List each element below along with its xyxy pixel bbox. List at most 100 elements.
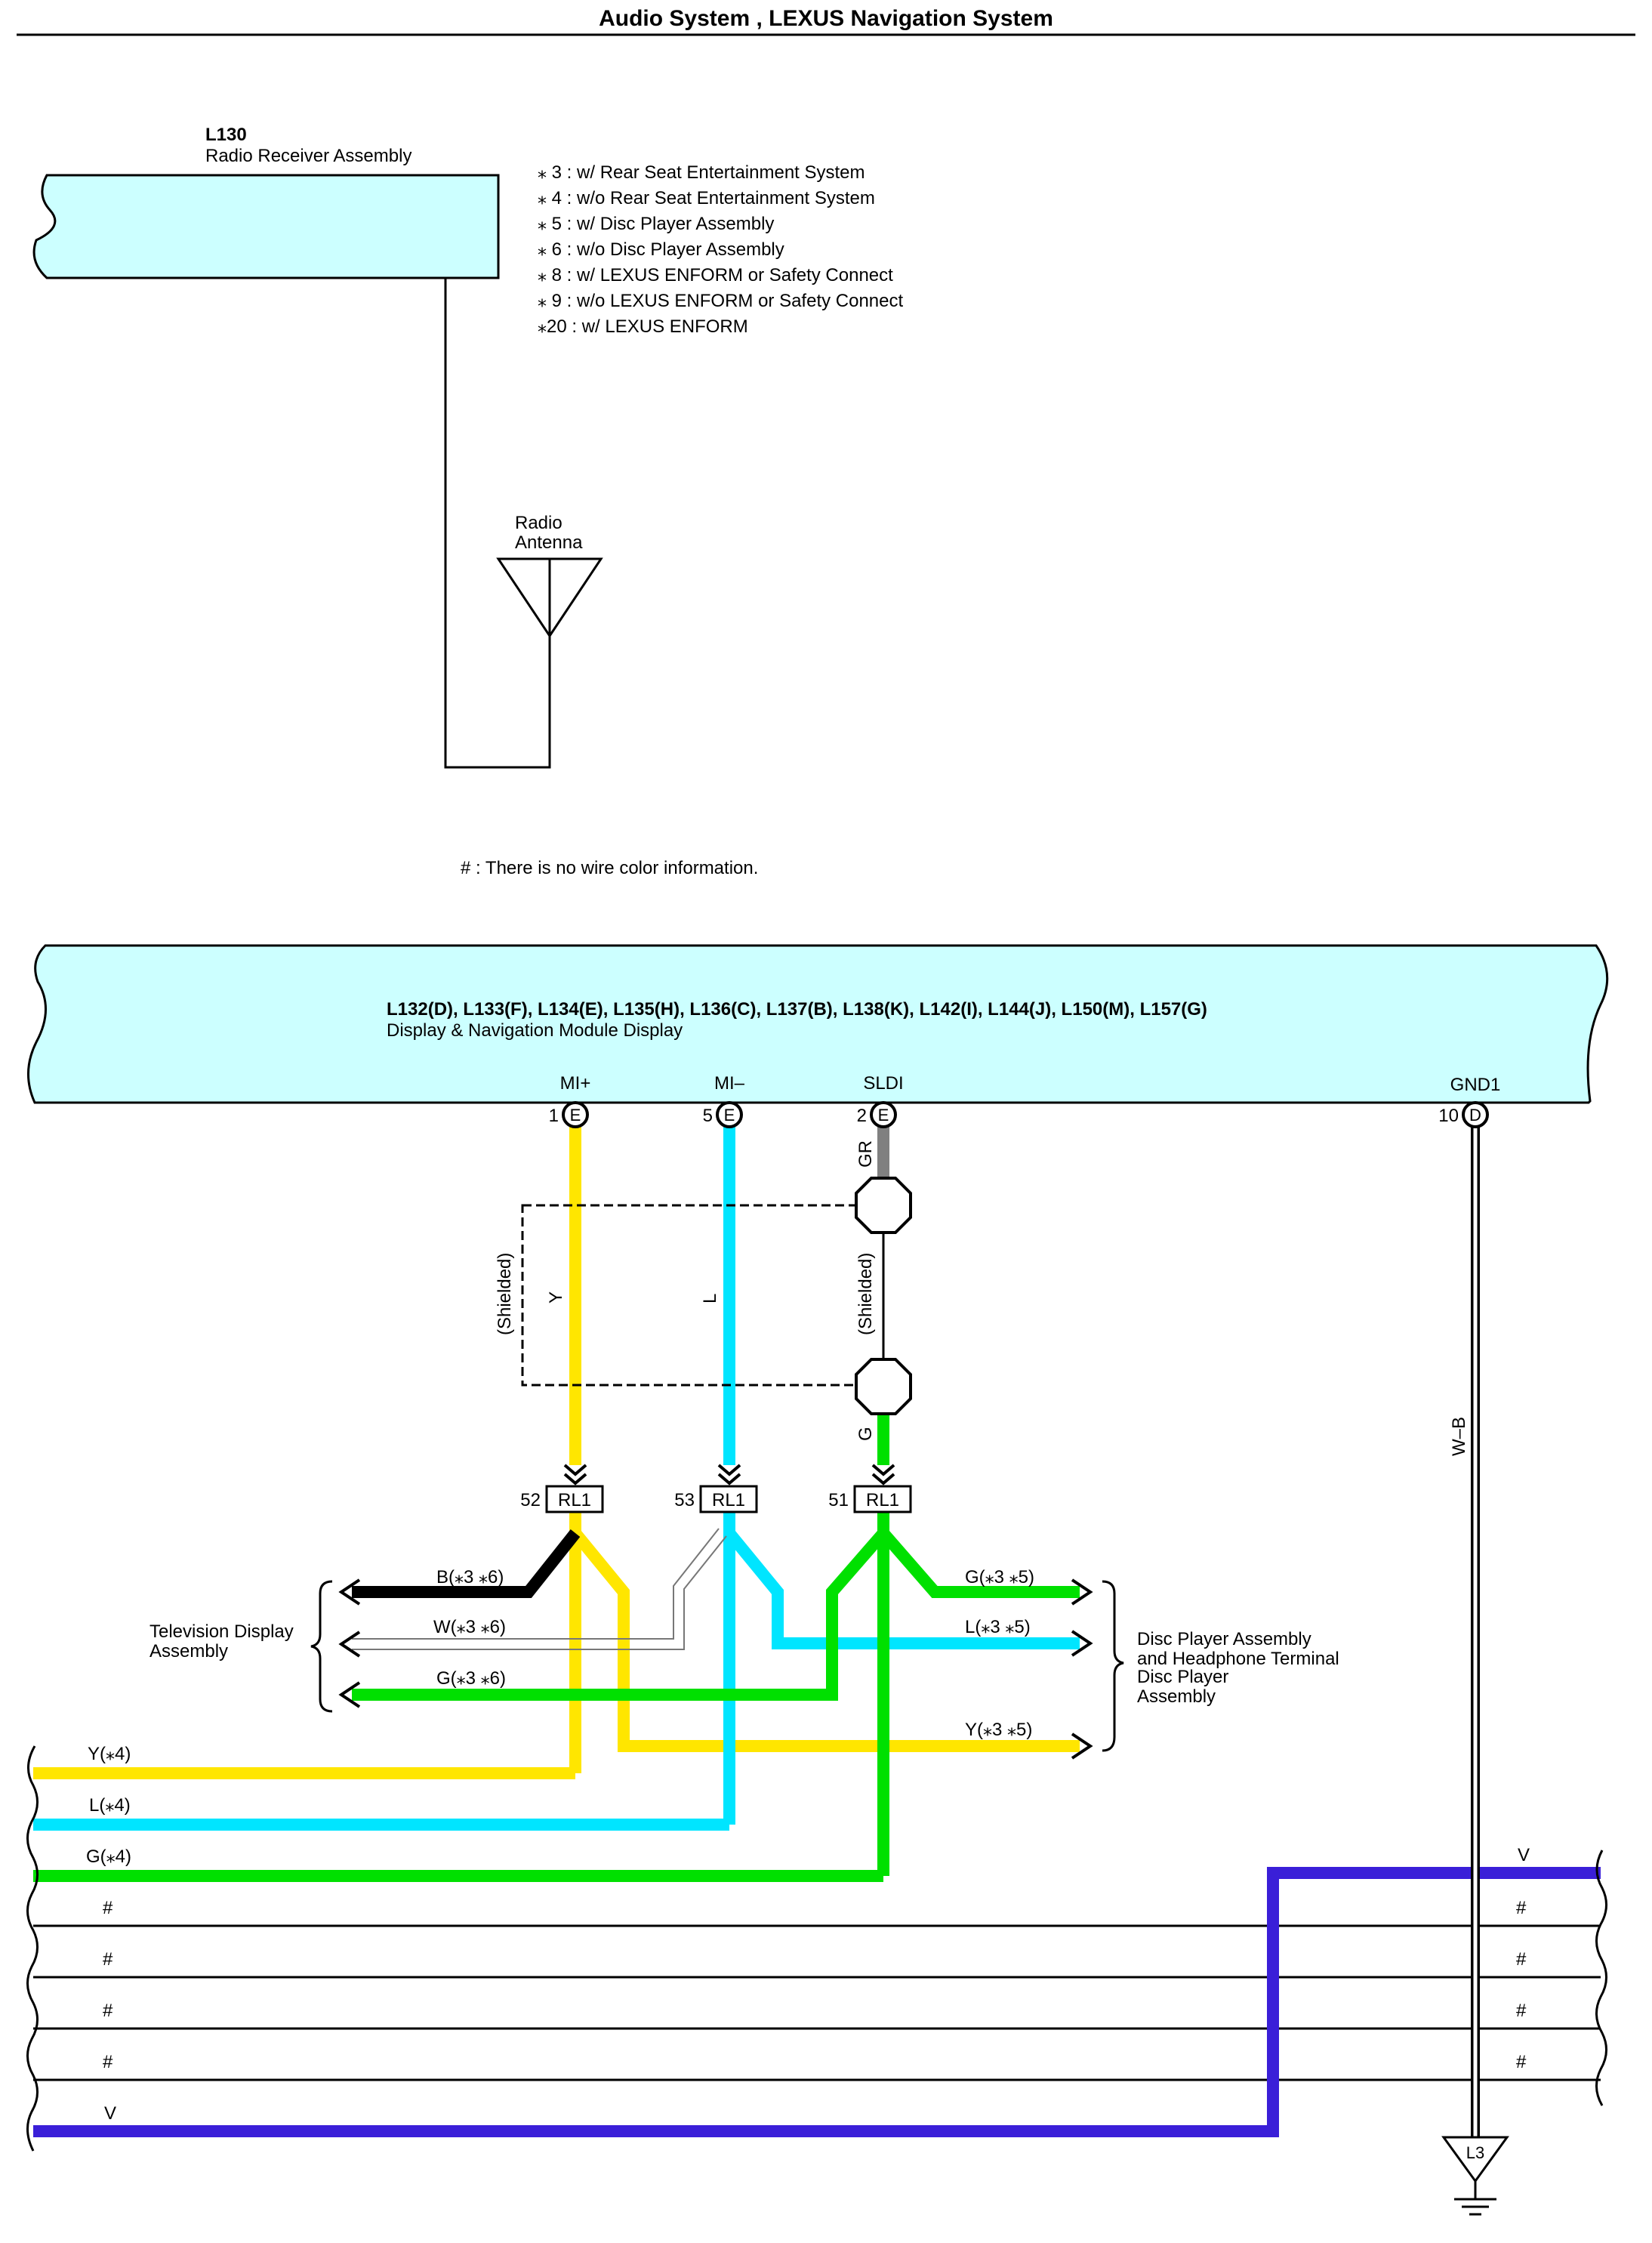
chevron-icon <box>717 1473 741 1486</box>
shield-box <box>521 1204 885 1387</box>
terminal-connector: E <box>878 1106 889 1125</box>
disc-name: Assembly <box>1137 1686 1216 1707</box>
terminal-name-mi-plus: MI+ <box>560 1073 591 1094</box>
terminal-connector: E <box>570 1106 581 1125</box>
antenna-label-2: Antenna <box>515 532 583 553</box>
wire-green <box>33 1412 1080 1882</box>
chevron-icon <box>563 1473 587 1486</box>
disc-arrow-g <box>1071 1578 1093 1606</box>
bus-label: G(⁎4) <box>86 1847 131 1867</box>
radio-receiver-name: Radio Receiver Assembly <box>205 146 411 166</box>
disc-bracket <box>1102 1580 1124 1752</box>
note-item: ⁎ 3 : w/ Rear Seat Entertainment System <box>538 162 865 183</box>
inline-chevrons <box>563 1464 895 1486</box>
junction-box <box>699 1485 758 1513</box>
tv-arrow-b <box>338 1578 361 1606</box>
ground-symbol-icon <box>1454 2181 1496 2216</box>
bus-label: # <box>1516 2052 1527 2072</box>
terminal-name-sldi: SLDI <box>863 1073 903 1094</box>
chevron-icon <box>871 1464 895 1476</box>
disc-arrow-y <box>1071 1732 1093 1760</box>
bus-label: # <box>1516 1898 1527 1918</box>
bus-hash-lines <box>33 1924 1601 2081</box>
ground-triangle-icon <box>1441 2136 1509 2183</box>
wire-white <box>352 1528 727 1650</box>
junction-pin: 52 <box>520 1490 541 1510</box>
bus-label: # <box>103 2001 113 2021</box>
bus-label: # <box>103 1949 113 1970</box>
bus-left-break <box>26 1745 39 2152</box>
terminal-pin: 1 <box>549 1106 559 1126</box>
disc-arrow-l <box>1071 1630 1093 1657</box>
terminal-circle <box>1462 1101 1489 1128</box>
note-item: ⁎ 5 : w/ Disc Player Assembly <box>538 214 774 234</box>
junction-label: RL1 <box>866 1490 899 1510</box>
tv-name-1: Television Display <box>149 1621 294 1642</box>
note-item: ⁎ 8 : w/ LEXUS ENFORM or Safety Connect <box>538 265 893 285</box>
tv-name-2: Assembly <box>149 1641 228 1661</box>
junctions: RL1 RL1 RL1 52 53 51 <box>520 1485 912 1513</box>
tv-bracket <box>310 1580 333 1713</box>
bus-label: Y(⁎4) <box>88 1744 131 1764</box>
terminal-name-gnd1: GND1 <box>1450 1075 1501 1095</box>
wire-yellow <box>33 1125 1080 1779</box>
bus-label: V <box>104 2103 116 2124</box>
wire-y-disc <box>570 1529 1080 1752</box>
terminal-pin: 10 <box>1438 1106 1459 1126</box>
wire-label-g: G <box>855 1427 876 1441</box>
arrow-heads <box>338 1578 1093 1760</box>
ground-point-label: L3 <box>1466 2143 1484 2162</box>
note-item: ⁎ 4 : w/o Rear Seat Entertainment System <box>538 188 875 208</box>
terminal-name-mi-minus: MI– <box>714 1073 745 1094</box>
display-module-name: Display & Navigation Module Display <box>387 1020 683 1041</box>
chevron-icon <box>563 1464 587 1476</box>
tv-arrow-g <box>338 1681 361 1708</box>
antenna-wire <box>444 278 551 769</box>
chevron-icon <box>717 1464 741 1476</box>
terminals: E E E D 1 5 2 10 <box>549 1101 1489 1128</box>
bus-label: V <box>1518 1845 1530 1865</box>
wire-w-inner <box>352 1535 727 1650</box>
bus-label: # <box>103 2052 113 2072</box>
disc-name: Disc Player <box>1137 1667 1228 1687</box>
wire-label-l: L <box>700 1294 720 1304</box>
display-module-box <box>27 944 1609 1104</box>
terminal-connector: E <box>724 1106 735 1125</box>
wire-cyan <box>33 1125 1080 1831</box>
wire-g-disc <box>878 1529 1080 1598</box>
bus-left-labels: Y(⁎4) L(⁎4) G(⁎4) # # # # V <box>86 1744 131 2124</box>
bus-label: L(⁎4) <box>89 1795 131 1816</box>
radio-receiver-box <box>32 174 500 279</box>
note-item: ⁎ 6 : w/o Disc Player Assembly <box>538 239 784 260</box>
wire-l-disc <box>724 1529 1080 1649</box>
bus-label: # <box>1516 1949 1527 1970</box>
no-color-note: # : There is no wire color information. <box>461 858 758 878</box>
junction-box <box>545 1485 604 1513</box>
wire-label-wb: W–B <box>1449 1417 1469 1456</box>
disc-wire-label: L(⁎3 ⁎5) <box>965 1617 1031 1637</box>
bus-right-labels: V # # # # <box>1516 1845 1530 2072</box>
notes-list: ⁎ 3 : w/ Rear Seat Entertainment System … <box>538 162 904 337</box>
wire-g-tv <box>352 1529 889 1701</box>
shield-top-icon <box>855 1177 912 1234</box>
tv-arrow-w <box>338 1631 361 1658</box>
terminal-circle <box>870 1101 897 1128</box>
tv-wire-label: B(⁎3 ⁎6) <box>436 1567 504 1587</box>
chevron-icon <box>871 1473 895 1486</box>
junction-pin: 53 <box>674 1490 695 1510</box>
shield-bottom-icon <box>855 1358 912 1415</box>
bus-right-break <box>1595 1850 1607 2106</box>
wire-black <box>352 1529 581 1598</box>
bus-label: # <box>103 1898 113 1918</box>
wire-w-outer <box>352 1528 720 1640</box>
terminal-pin: 2 <box>857 1106 867 1126</box>
terminal-connector: D <box>1469 1106 1481 1125</box>
disc-name: Disc Player Assembly <box>1137 1629 1311 1649</box>
junction-box <box>853 1485 912 1513</box>
terminal-pin: 5 <box>703 1106 713 1126</box>
disc-wire-label: Y(⁎3 ⁎5) <box>965 1720 1032 1740</box>
display-module-codes: L132(D), L133(F), L134(E), L135(H), L136… <box>387 999 1207 1020</box>
junction-pin: 51 <box>828 1490 849 1510</box>
tv-wire-label: G(⁎3 ⁎6) <box>436 1668 506 1689</box>
